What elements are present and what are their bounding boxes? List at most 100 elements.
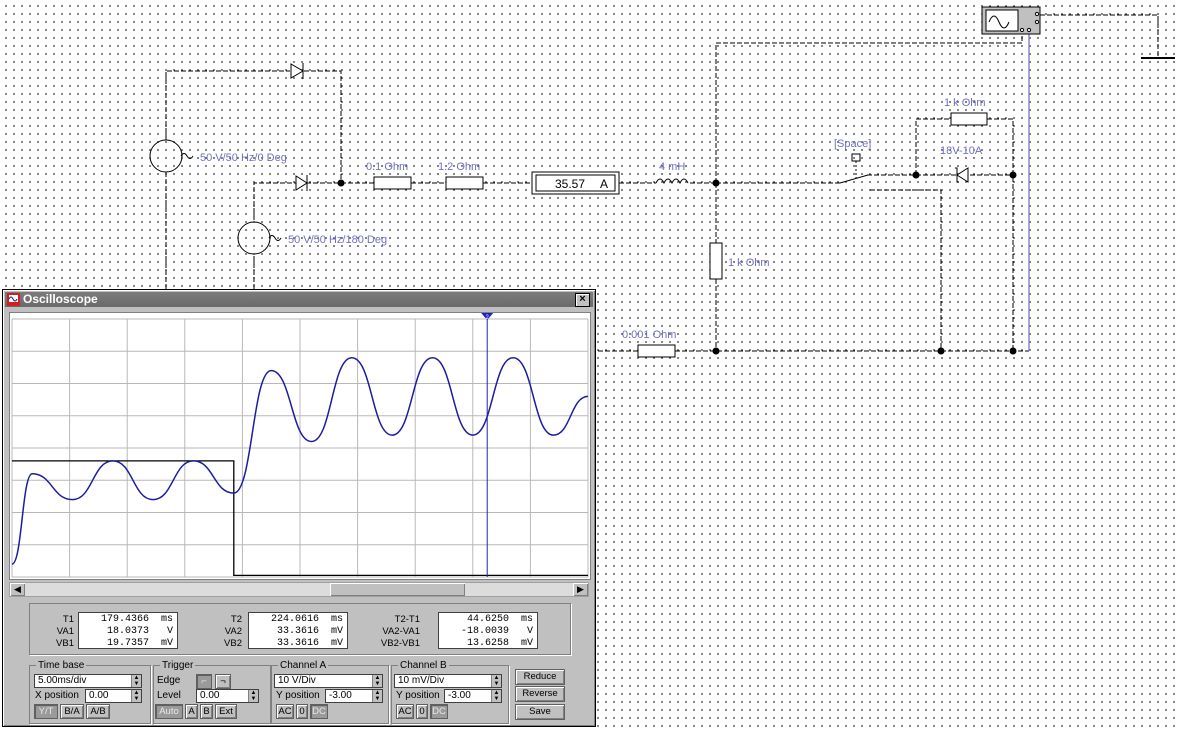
- channel-b-scale: 10 mV/Div: [398, 675, 445, 686]
- channel-a-zero-button[interactable]: 0: [296, 704, 308, 719]
- source1-label: 50 V/50 Hz/0 Deg: [200, 152, 287, 164]
- auto-button[interactable]: Auto: [155, 704, 183, 719]
- inductor: [655, 178, 689, 185]
- falling-edge-icon[interactable]: ¬: [215, 674, 231, 689]
- level-label: Level: [157, 690, 181, 701]
- trigger-legend: Trigger: [162, 660, 194, 671]
- timebase-legend: Time base: [38, 660, 85, 671]
- x-position-label: X position: [35, 690, 79, 701]
- r-mid-label: 1 k Ohm: [728, 257, 770, 269]
- cursor-readouts: T1 VA1 VB1 179.4366 ms 18.0373 V 19.7357…: [29, 603, 571, 655]
- channel-b-scale-spinner[interactable]: 10 mV/Div ▲▼: [394, 674, 502, 688]
- timebase-group: Time base: [29, 660, 151, 724]
- resistor-shunt: [637, 344, 676, 358]
- label-t2: T2: [230, 614, 242, 625]
- wire: [165, 70, 290, 140]
- scroll-thumb[interactable]: [330, 583, 465, 596]
- wire: [304, 70, 342, 183]
- value-vb1: 19.7357 mV: [106, 638, 173, 649]
- scope-screen: 12: [9, 312, 591, 580]
- channel-a-y-label: Y position: [276, 690, 320, 701]
- title-bar[interactable]: Oscilloscope ×: [5, 292, 593, 307]
- level-value: 0.00: [200, 690, 220, 701]
- r2-label: 1.2 Ohm: [438, 161, 480, 173]
- label-vb2: VB2: [224, 638, 242, 649]
- diode-mid: [295, 175, 308, 191]
- trigger-a-button[interactable]: A: [185, 704, 198, 719]
- trigger-b-button[interactable]: B: [200, 704, 213, 719]
- label-vb2-vb1: VB2-VB1: [380, 638, 420, 649]
- r-shunt-label: 0.001 Ohm: [622, 329, 676, 341]
- spin-arrows-icon[interactable]: ▲▼: [248, 690, 258, 702]
- label-t1: T1: [62, 614, 74, 625]
- resistor-r1: [373, 176, 412, 190]
- label-vb1: VB1: [56, 638, 74, 649]
- label-va1: VA1: [56, 626, 74, 637]
- channel-a-ac-button[interactable]: AC: [276, 704, 294, 719]
- spin-arrows-icon[interactable]: ▲▼: [131, 690, 141, 702]
- label-t2-t1: T2-T1: [394, 614, 420, 625]
- ammeter-unit: A: [600, 177, 608, 191]
- spin-arrows-icon[interactable]: ▲▼: [131, 675, 141, 687]
- label-va2-va1: VA2-VA1: [382, 626, 420, 637]
- channel-a-legend: Channel A: [280, 660, 327, 671]
- ba-button[interactable]: B/A: [60, 704, 84, 719]
- channel-a-y-spinner[interactable]: -3.00 ▲▼: [325, 689, 383, 703]
- horizontal-scrollbar[interactable]: ◀ ▶: [9, 582, 589, 597]
- yt-button[interactable]: Y/T: [34, 704, 58, 719]
- trigger-group: Trigger: [153, 660, 271, 724]
- label-va2: VA2: [224, 626, 242, 637]
- oscilloscope-window: Oscilloscope × 12 ◀ ▶ T1 VA1 VB1 179.436…: [2, 289, 596, 727]
- x-position-value: 0.00: [89, 690, 109, 701]
- channel-a-scale-spinner[interactable]: 10 V/Div ▲▼: [274, 674, 383, 688]
- save-button[interactable]: Save: [515, 704, 565, 720]
- channel-b-y-value: -3.00: [448, 690, 471, 701]
- app-icon: [7, 293, 20, 306]
- rising-edge-icon[interactable]: ⌐: [196, 674, 212, 689]
- source2-label: 50 V/50 Hz/180 Deg: [288, 234, 387, 246]
- ammeter: [531, 171, 620, 195]
- spin-arrows-icon[interactable]: ▲▼: [491, 675, 501, 687]
- scroll-left-icon[interactable]: ◀: [10, 583, 25, 596]
- ab-button[interactable]: A/B: [86, 704, 110, 719]
- scroll-right-icon[interactable]: ▶: [573, 583, 588, 596]
- channel-a-trace: [12, 460, 588, 577]
- scope-display: 12: [11, 313, 589, 578]
- spin-arrows-icon[interactable]: ▲▼: [372, 690, 382, 702]
- resistor-top-right: [950, 112, 988, 126]
- zener-diode: [955, 167, 969, 183]
- resistor-r2: [445, 176, 484, 190]
- value-t2: 224.0616 ms: [270, 614, 343, 625]
- cursor-2-label: 2: [486, 315, 490, 321]
- value-vb2-vb1: 13.6258 mV: [466, 638, 533, 649]
- spin-arrows-icon[interactable]: ▲▼: [491, 690, 501, 702]
- zener-label: 18V-10A: [940, 145, 983, 157]
- switch-label: [Space]: [834, 138, 871, 150]
- ext-button[interactable]: Ext: [215, 704, 237, 719]
- channel-b-zero-button[interactable]: 0: [416, 704, 428, 719]
- value-va2: 33.3616 mV: [276, 626, 343, 637]
- channel-a-dc-button[interactable]: DC: [310, 704, 328, 719]
- reverse-button[interactable]: Reverse: [515, 686, 565, 702]
- r1-label: 0.1 Ohm: [366, 161, 408, 173]
- reduce-button[interactable]: Reduce: [515, 669, 565, 685]
- diode-top: [290, 63, 304, 79]
- close-button[interactable]: ×: [575, 293, 590, 307]
- value-t1: 179.4366 ms: [100, 614, 173, 625]
- value-t2-t1: 44.6250 ms: [466, 614, 533, 625]
- ac-source-1: [149, 139, 194, 173]
- oscilloscope-instrument-icon: [981, 6, 1041, 35]
- timebase-spinner[interactable]: 5.00ms/div ▲▼: [34, 674, 142, 688]
- value-va2-va1: -18.0039 V: [460, 626, 533, 637]
- x-position-spinner[interactable]: 0.00 ▲▼: [85, 689, 142, 703]
- cursor-2-handle[interactable]: [481, 313, 494, 320]
- channel-b-ac-button[interactable]: AC: [396, 704, 414, 719]
- channel-b-trace: [11, 356, 589, 565]
- channel-b-y-spinner[interactable]: -3.00 ▲▼: [444, 689, 502, 703]
- spin-arrows-icon[interactable]: ▲▼: [372, 675, 382, 687]
- level-spinner[interactable]: 0.00 ▲▼: [196, 689, 259, 703]
- edge-label: Edge: [157, 675, 181, 686]
- channel-b-dc-button[interactable]: DC: [430, 704, 448, 719]
- timebase-value: 5.00ms/div: [38, 675, 87, 686]
